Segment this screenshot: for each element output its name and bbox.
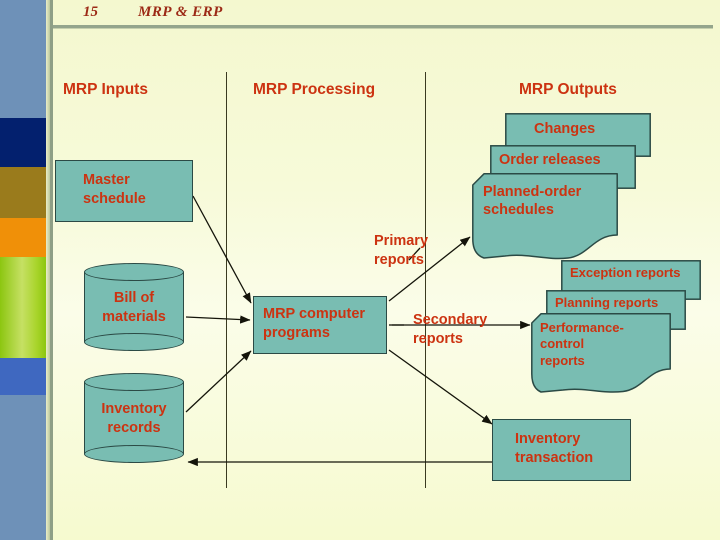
column-divider-right	[425, 72, 426, 488]
header-divider-light	[53, 28, 713, 29]
cylinder-top-ellipse	[84, 373, 184, 391]
column-heading-outputs: MRP Outputs	[519, 81, 617, 98]
cylinder-bottom-ellipse	[84, 333, 184, 351]
bill-of-materials-label: Bill of materials	[102, 290, 166, 325]
label-secondary-reports: Secondary reports	[413, 312, 488, 347]
report-planned-order-schedules-label: Planned-order schedules	[483, 184, 582, 219]
column-heading-processing: MRP Processing	[253, 81, 376, 98]
sidebar-edge-dark	[50, 0, 53, 540]
shape-inventory-records[interactable]: Inventory records	[84, 373, 184, 463]
inventory-records-label: Inventory records	[101, 401, 167, 436]
sidebar-band-blue	[0, 358, 46, 395]
inventory-transaction-label: Inventory transaction	[515, 431, 594, 466]
cylinder-body	[84, 382, 184, 454]
report-changes-label: Changes	[534, 121, 596, 137]
shape-report-planned-order-schedules[interactable]: Planned-order schedules	[472, 173, 618, 263]
cylinder-bottom-ellipse	[84, 445, 184, 463]
report-planning-label: Planning reports	[555, 295, 659, 310]
report-performance-control-label: Performance- control reports	[540, 320, 624, 368]
label-primary-reports: Primary reports	[374, 233, 429, 268]
shape-mrp-computer-programs[interactable]: MRP computer programs	[253, 296, 387, 354]
mrp-computer-programs-label: MRP computer programs	[263, 306, 366, 341]
report-order-releases-label: Order releases	[499, 152, 601, 168]
sidebar-edge-light	[46, 0, 50, 540]
sidebar-band-navy	[0, 118, 46, 167]
header-divider	[53, 25, 713, 28]
report-exception-label: Exception reports	[570, 265, 681, 280]
sidebar-band-olive	[0, 167, 46, 218]
column-heading-inputs: MRP Inputs	[63, 81, 148, 98]
slide-header: 15 MRP & ERP	[53, 0, 720, 28]
shape-bill-of-materials[interactable]: Bill of materials	[84, 263, 184, 351]
sidebar-band-green	[0, 257, 46, 358]
shape-inventory-transaction[interactable]: Inventory transaction	[492, 419, 631, 481]
sidebar-decoration	[0, 0, 46, 540]
master-schedule-label: Master schedule	[83, 172, 146, 207]
slide-number: 15	[83, 4, 98, 20]
cylinder-top-ellipse	[84, 263, 184, 281]
cylinder-body	[84, 272, 184, 342]
shape-report-performance-control[interactable]: Performance- control reports	[531, 313, 671, 397]
sidebar-band-orange	[0, 218, 46, 257]
slide-title-text: MRP & ERP	[138, 4, 223, 20]
shape-master-schedule[interactable]: Master schedule	[55, 160, 193, 222]
column-divider-left	[226, 72, 227, 488]
